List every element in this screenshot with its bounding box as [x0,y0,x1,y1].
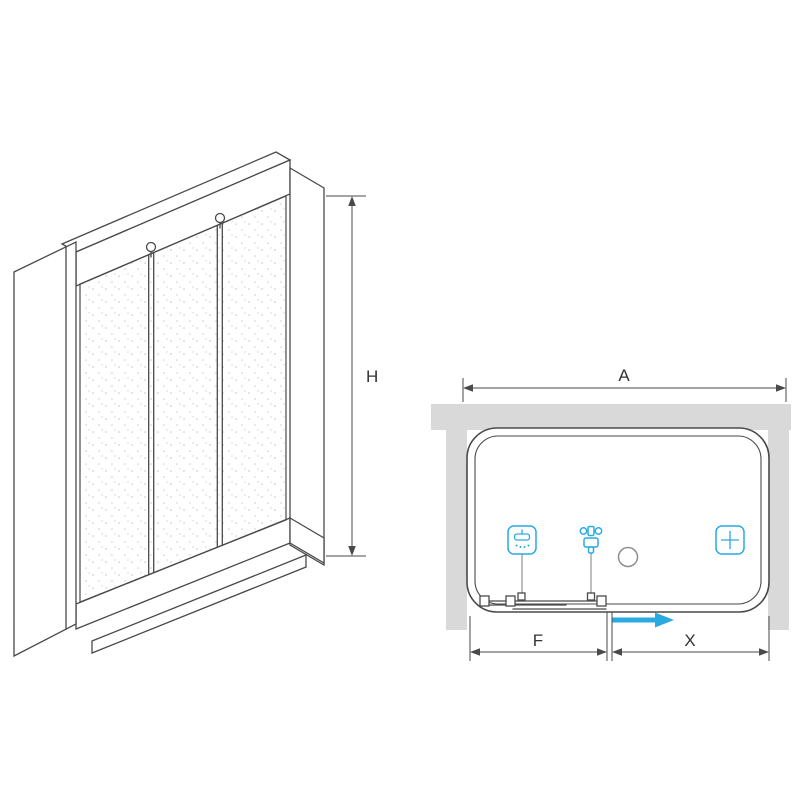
fixed-panel-dimension-label: F [533,631,543,650]
glass-panel-dividers [148,222,223,576]
height-dimension-label: H [366,367,378,386]
wall-left [446,430,467,630]
fixed-panel-dimension: F [469,612,608,661]
sill-side-face [289,516,325,565]
shower-head-icon [507,525,537,555]
width-dimension-label: A [618,366,630,385]
wall-top [431,404,791,430]
height-dimension: H [326,195,378,557]
shower-tray-front [91,554,307,654]
tub-inner-outline [474,435,762,605]
plan-view [431,404,791,630]
faucet-icon [579,525,603,554]
corner-shelf-icon [715,525,745,555]
right-wall-post [289,166,325,567]
opening-dimension: X [611,612,770,661]
slide-direction-arrow-icon [612,612,674,628]
opening-dimension-label: X [684,631,695,650]
drain-icon [617,546,639,568]
roller-icon [145,212,226,258]
door-track [479,592,607,610]
width-dimension: A [462,366,787,402]
wall-right [768,430,789,630]
left-wall-strip [13,240,77,658]
front-isometric-view [13,151,325,658]
tub-outer-outline [466,427,770,613]
